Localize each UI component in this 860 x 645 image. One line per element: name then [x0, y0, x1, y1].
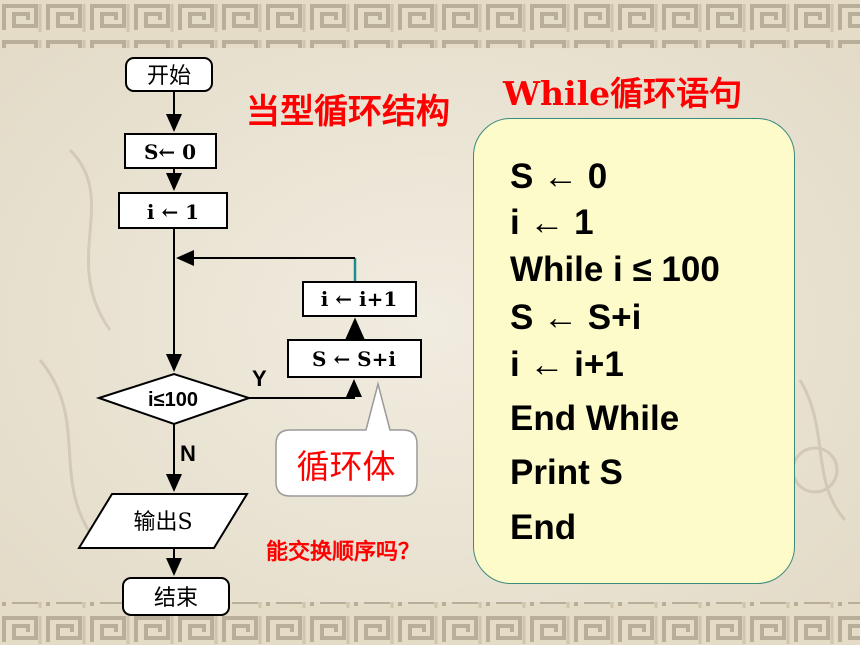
yes-label: Y [252, 366, 267, 391]
code-line: S ← 0 [510, 157, 608, 196]
start-node: 开始 [125, 57, 213, 92]
svg-text:i≤100: i≤100 [148, 389, 198, 411]
svg-text:输出S: 输出S [133, 510, 192, 535]
output-node: 输出S [77, 493, 249, 549]
code-line: i ← 1 [510, 203, 594, 242]
while-code-box: S ← 0 i ← 1 While i ≤ 100 S ← S+i i ← i+… [473, 118, 795, 584]
code-line: Print S [510, 453, 623, 492]
svg-text:S ← S+i: S ← S+i [312, 347, 396, 371]
loop-body-callout: 循环体 [275, 381, 418, 497]
increment-box: i ← i+1 [302, 281, 417, 317]
svg-text:i ← 1: i ← 1 [147, 200, 199, 224]
code-line: S ← S+i [510, 298, 642, 337]
init-s-box: S← 0 [124, 133, 217, 169]
init-i-box: i ← 1 [118, 192, 228, 229]
svg-text:S← 0: S← 0 [144, 140, 196, 164]
code-line: i ← i+1 [510, 345, 624, 384]
svg-text:循环体: 循环体 [297, 447, 396, 486]
left-title: 当型循环结构 [246, 92, 450, 132]
accumulate-box: S ← S+i [287, 339, 422, 378]
right-title: While循环语句 [503, 74, 743, 113]
ink-wash-decoration [38, 148, 847, 541]
code-line: End While [510, 399, 680, 438]
end-node: 结束 [122, 577, 230, 616]
svg-text:开始: 开始 [147, 64, 191, 89]
top-border-pattern [0, 0, 860, 48]
yes-branch-arrow [249, 379, 362, 399]
code-line: End [510, 508, 577, 547]
no-label: N [180, 441, 196, 466]
svg-text:i ← i+1: i ← i+1 [321, 287, 398, 311]
code-line: While i ≤ 100 [510, 250, 720, 289]
swap-order-question: 能交换顺序吗？ [266, 540, 421, 565]
svg-text:结束: 结束 [154, 586, 198, 611]
condition-diamond: i≤100 [95, 372, 253, 426]
